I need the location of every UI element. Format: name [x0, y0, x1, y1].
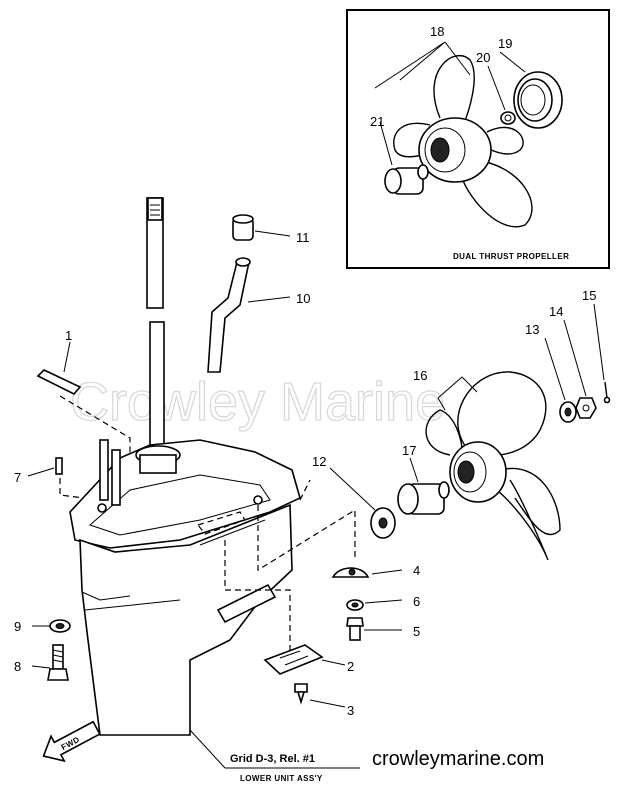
callout-1: 1 — [65, 328, 72, 343]
assembly-caption: Grid D-3, Rel. #1 LOWER UNIT ASS'Y — [189, 729, 360, 783]
callout-4: 4 — [413, 563, 420, 578]
washer-13 — [544, 337, 577, 423]
watermark: Crowley Marine — [70, 372, 445, 432]
screw-3 — [294, 683, 346, 708]
nut-14 — [563, 319, 597, 419]
callout-3: 3 — [347, 703, 354, 718]
cotter-pin-15 — [593, 303, 611, 404]
callout-14: 14 — [549, 304, 563, 319]
callout-20: 20 — [476, 50, 490, 65]
lower-unit-housing — [69, 439, 301, 736]
callout-6: 6 — [413, 594, 420, 609]
plate-2 — [263, 644, 346, 675]
callout-17: 17 — [402, 443, 416, 458]
inset-label: DUAL THRUST PROPELLER — [453, 252, 569, 261]
dual-thrust-propeller-inset: 18 19 20 21 DUAL THRUST PROPELLER — [346, 9, 610, 269]
inset-prop-blade-right — [486, 126, 524, 155]
callout-16: 16 — [413, 368, 427, 383]
inset-thrust-collar-19 — [513, 71, 563, 129]
callout-8: 8 — [14, 659, 21, 674]
inset-washer-20 — [500, 111, 516, 125]
inset-prop-blade-top — [433, 54, 475, 129]
callout-15: 15 — [582, 288, 596, 303]
drive-shaft — [146, 197, 165, 453]
bushing-17 — [397, 457, 450, 515]
callout-21: 21 — [370, 114, 384, 129]
callout-11: 11 — [296, 230, 310, 245]
thrust-washer-12 — [329, 467, 396, 539]
inset-prop-hub — [418, 117, 492, 183]
callout-2: 2 — [347, 659, 354, 674]
anode-4 — [331, 567, 403, 578]
callout-9: 9 — [14, 619, 21, 634]
washer-6 — [346, 599, 403, 611]
bolt-8 — [31, 644, 69, 681]
water-tube-10 — [207, 257, 291, 373]
inset-bushing-21 — [384, 164, 429, 195]
washer-9 — [32, 619, 71, 633]
callout-7: 7 — [14, 470, 21, 485]
callout-18: 18 — [430, 24, 444, 39]
callout-19: 19 — [498, 36, 512, 51]
callout-5: 5 — [413, 624, 420, 639]
site-url: crowleymarine.com — [372, 748, 544, 770]
callout-13: 13 — [525, 322, 539, 337]
inset-prop-blade-bottom — [461, 159, 533, 228]
propeller-16 — [425, 371, 561, 561]
callout-10: 10 — [296, 291, 310, 306]
callout-12: 12 — [312, 454, 326, 469]
caption-ref: Grid D-3, Rel. #1 — [230, 753, 315, 765]
bolt-5 — [346, 617, 402, 641]
caption-name: LOWER UNIT ASS'Y — [240, 774, 323, 783]
grommet-11 — [232, 214, 291, 241]
fwd-arrow: FWD — [42, 720, 101, 763]
